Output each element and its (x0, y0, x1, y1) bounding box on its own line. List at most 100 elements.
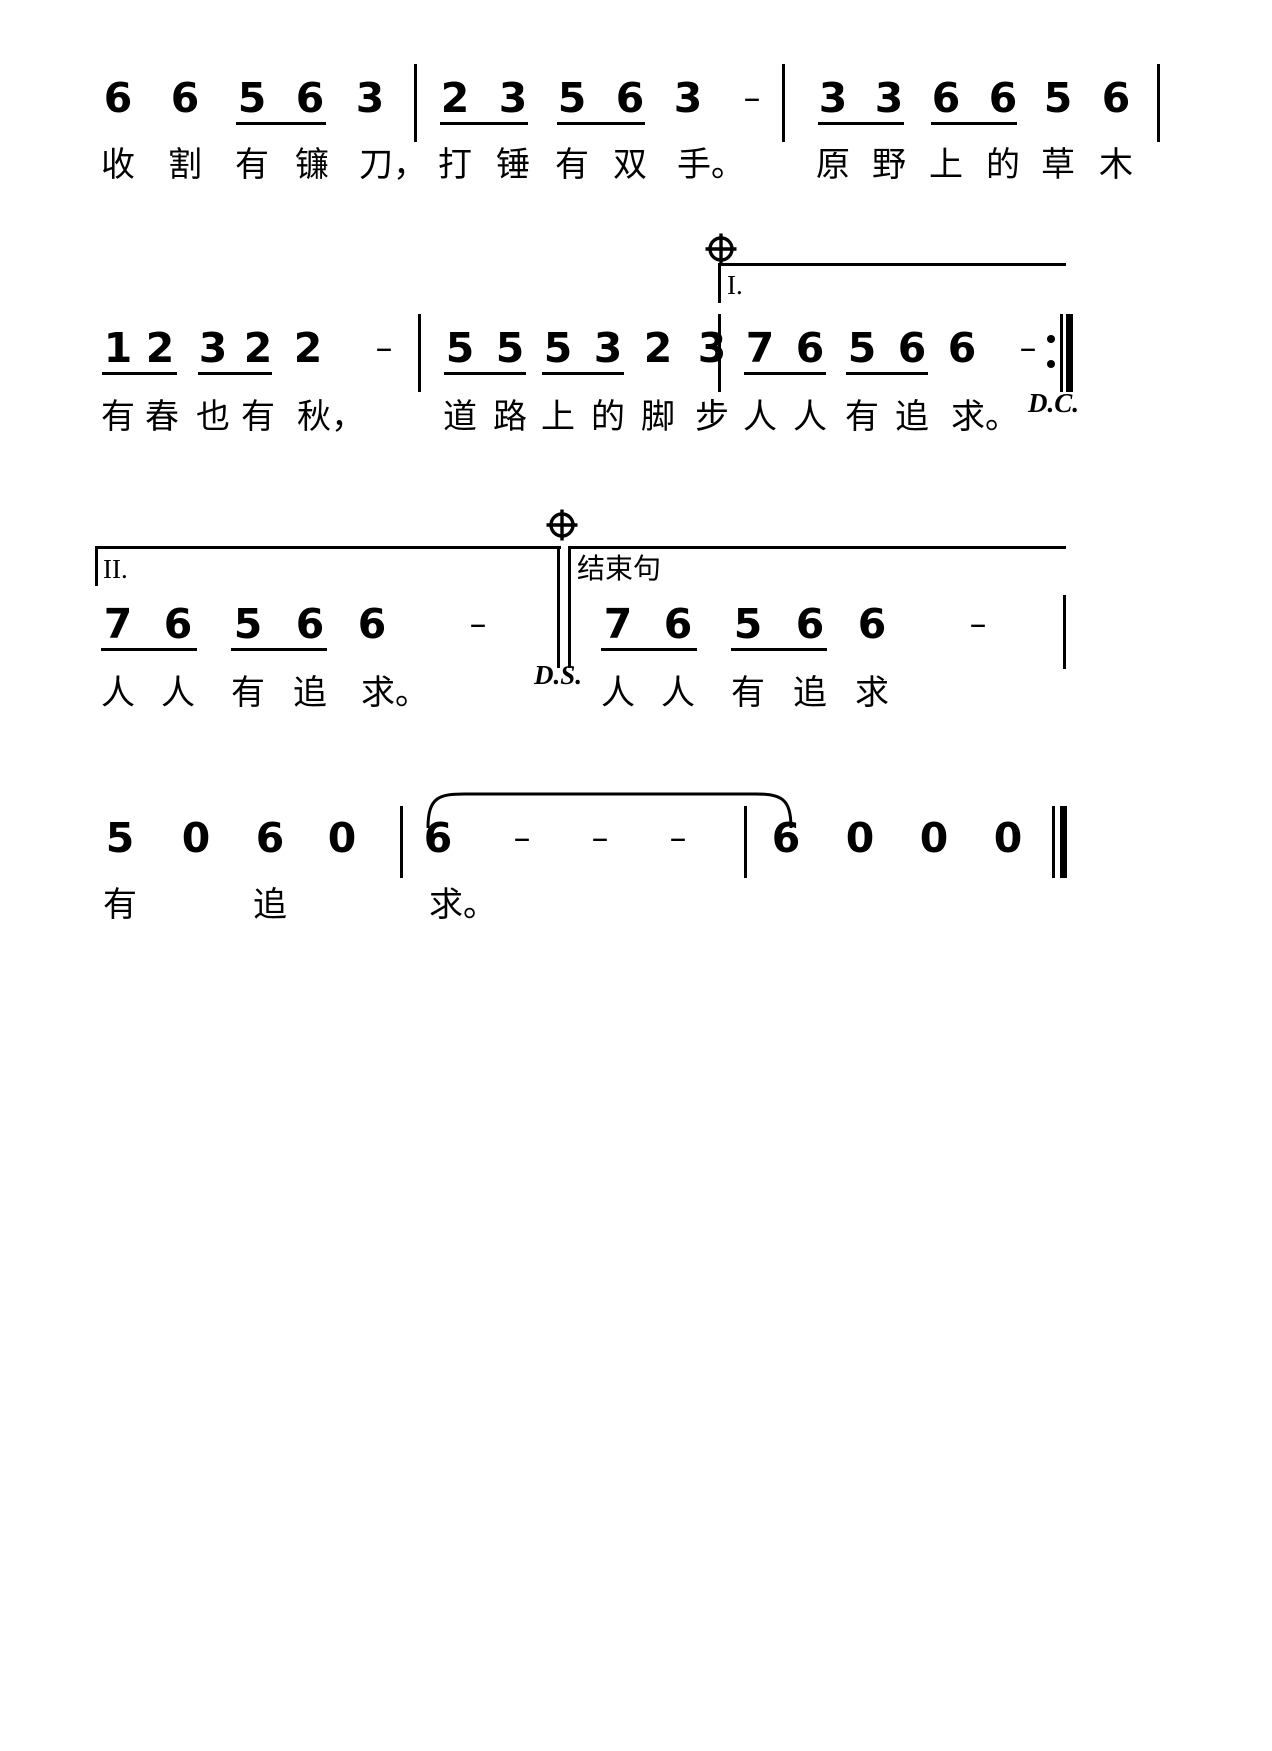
lyric: 镰 (295, 145, 329, 185)
note-dash: – (469, 604, 487, 644)
beam (601, 648, 697, 651)
system-4: 5 0 6 0 6 – – – 6 0 0 0 有 追 求。 (103, 788, 1067, 922)
note: 7 (103, 600, 133, 648)
note: 2 (145, 324, 175, 372)
note-dash: – (969, 604, 987, 644)
note-dash: – (1019, 328, 1037, 368)
note: 7 (603, 600, 633, 648)
note: 6 (988, 74, 1018, 122)
barline (1060, 314, 1063, 392)
note: 6 (663, 600, 693, 648)
note: 6 (103, 74, 133, 122)
lyric: 有 (235, 145, 269, 185)
note: 6 (423, 814, 453, 862)
note: 5 (1043, 74, 1073, 122)
lyric: 人 (661, 673, 695, 713)
lyric: 的 (591, 397, 625, 437)
beam (557, 122, 645, 125)
barline (718, 314, 721, 392)
note: 5 (557, 74, 587, 122)
volta-bracket-left (718, 263, 721, 303)
system-2: 1 2 3 2 2 – 5 5 5 3 2 3 I. (0, 0, 1272, 470)
beam (744, 372, 826, 375)
repeat-dot (1047, 335, 1055, 343)
note: 3 (673, 74, 703, 122)
note: 2 (643, 324, 673, 372)
note: 6 (615, 74, 645, 122)
note: 5 (105, 814, 135, 862)
coda-section-label: 结束句 (577, 552, 662, 585)
lyric: 人 (161, 673, 195, 713)
beam (231, 648, 327, 651)
note: 6 (295, 600, 325, 648)
note: 7 (745, 324, 775, 372)
coda-icon (545, 508, 579, 542)
note: 0 (181, 814, 211, 862)
note: 0 (327, 814, 357, 862)
barline (744, 806, 747, 878)
note: 3 (498, 74, 528, 122)
lyric: 追 (293, 673, 327, 713)
coda-section-bracket-top (568, 546, 1066, 549)
lyric: 脚 (641, 397, 675, 437)
note: 3 (697, 324, 727, 372)
lyric: 原 (816, 145, 850, 185)
barline (1052, 806, 1055, 878)
beam (542, 372, 624, 375)
note: 2 (293, 324, 323, 372)
note: 0 (993, 814, 1023, 862)
barline (1157, 64, 1160, 142)
note: 5 (733, 600, 763, 648)
note-dash: – (591, 818, 609, 858)
system-3: II. 7 6 5 6 6 – 结束句 D.S. 7 6 5 6 6 – 人 人… (0, 0, 1272, 740)
note: 3 (818, 74, 848, 122)
note: 6 (795, 324, 825, 372)
note-dash: – (743, 78, 761, 118)
lyric: 道 (443, 397, 477, 437)
lyric: 有 (731, 673, 765, 713)
lyric: 上 (541, 397, 575, 437)
dc-navigation-text: D.C. (1028, 388, 1080, 418)
lyric: 双 (613, 145, 647, 185)
lyric: 草 (1041, 145, 1075, 185)
beam (931, 122, 1017, 125)
note: 5 (847, 324, 877, 372)
note: 2 (440, 74, 470, 122)
lyric: 追 (793, 673, 827, 713)
system-1: 6 6 5 6 3 2 3 5 6 3 – 3 3 6 6 5 6 收 割 有 … (0, 0, 1272, 210)
beam (818, 122, 904, 125)
lyric: 春 (145, 397, 179, 437)
note: 5 (543, 324, 573, 372)
volta-bracket-top (718, 263, 1066, 266)
note: 6 (795, 600, 825, 648)
lyric: 有 (555, 145, 589, 185)
volta-label: I. (727, 270, 743, 300)
lyric: 打 (438, 145, 472, 185)
lyric: 有 (231, 673, 265, 713)
coda-icon (704, 232, 738, 266)
barline (418, 314, 421, 392)
volta-label: II. (103, 554, 128, 584)
beam (444, 372, 526, 375)
note: 0 (919, 814, 949, 862)
beam (731, 648, 827, 651)
lyric: 有 (241, 397, 275, 437)
note-dash: – (375, 328, 393, 368)
lyric: 木 (1099, 145, 1133, 185)
note: 1 (103, 324, 133, 372)
note: 6 (1101, 74, 1131, 122)
note: 6 (771, 814, 801, 862)
beam (102, 372, 177, 375)
barline (557, 546, 560, 668)
tie-slur (425, 788, 795, 829)
lyric: 收 (101, 145, 135, 185)
final-barline (1060, 806, 1067, 878)
lyric: 人 (601, 673, 635, 713)
note: 3 (593, 324, 623, 372)
note: 6 (163, 600, 193, 648)
lyric: 的 (986, 145, 1020, 185)
note: 6 (295, 74, 325, 122)
note: 6 (947, 324, 977, 372)
lyric: 野 (872, 145, 906, 185)
